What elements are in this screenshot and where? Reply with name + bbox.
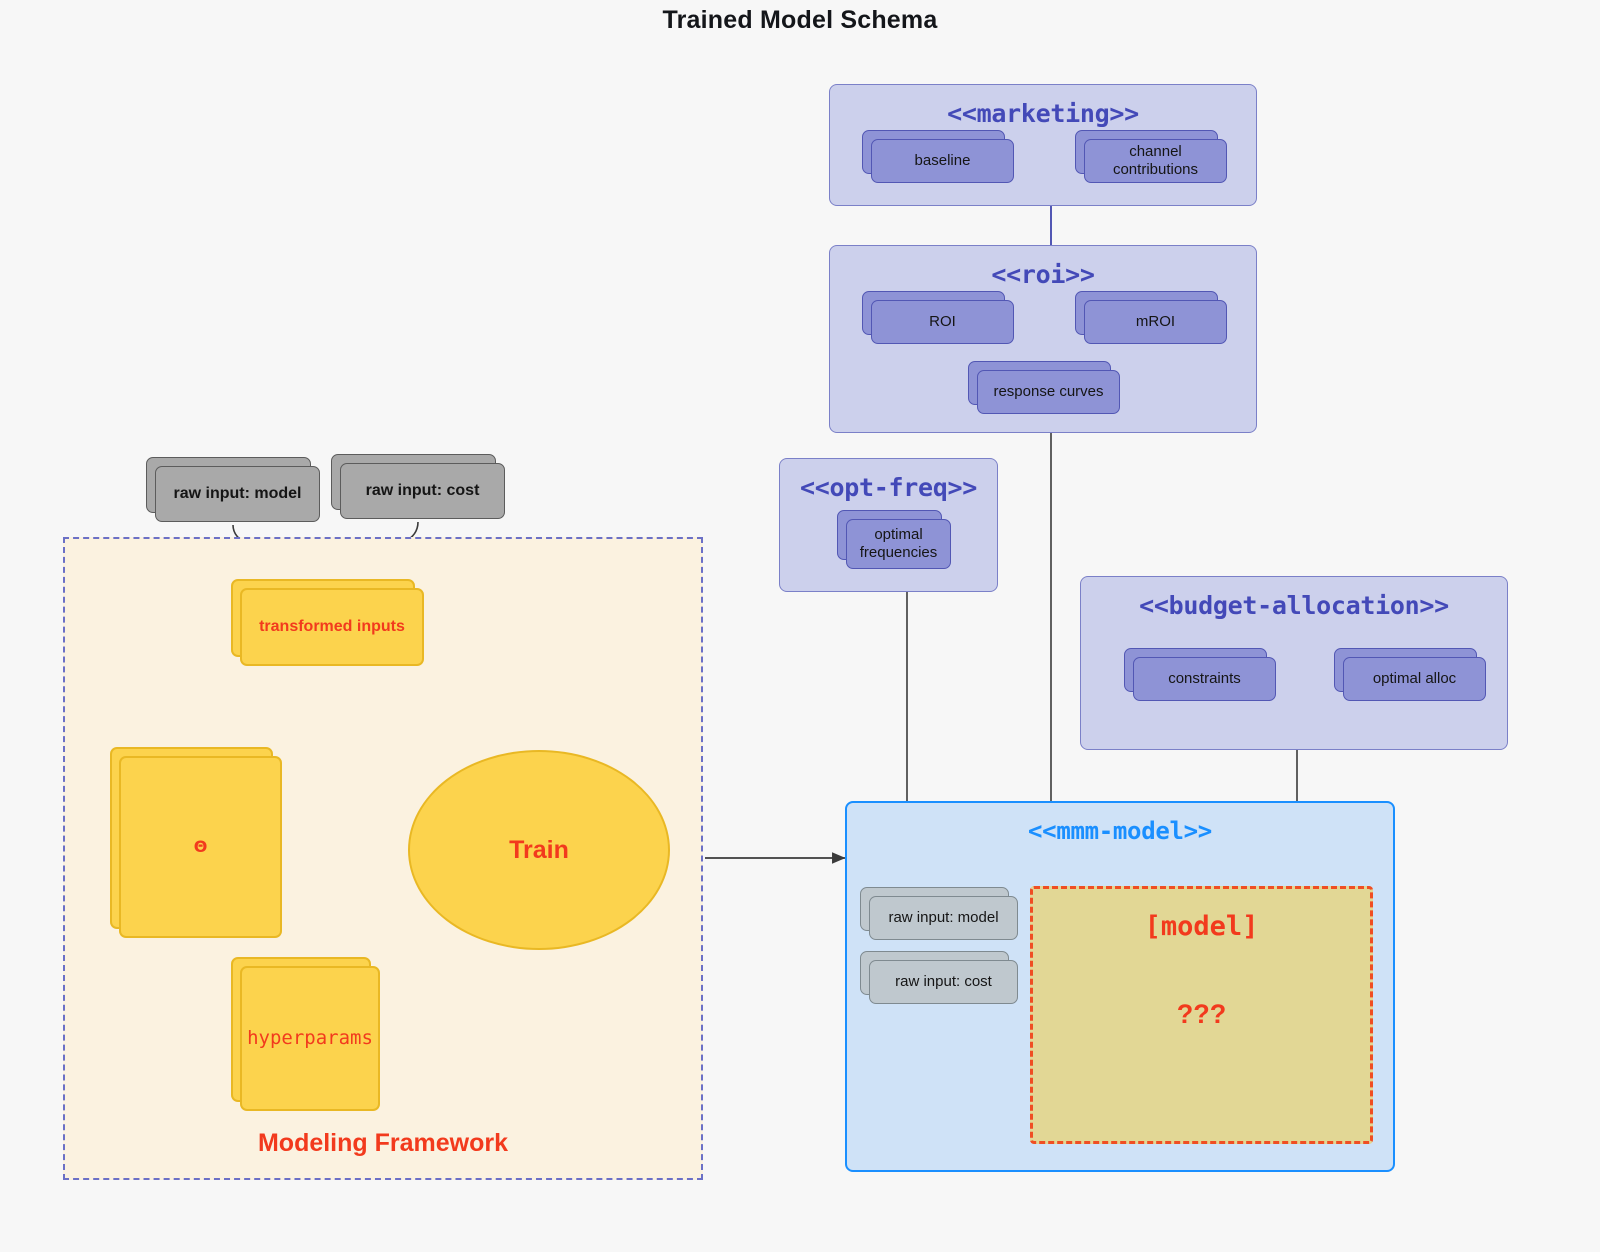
- node-optimal-alloc-label: optimal alloc: [1372, 670, 1457, 688]
- node-mmm-raw-input-cost[interactable]: raw input: cost: [860, 951, 1018, 1004]
- node-baseline-label: baseline: [914, 152, 971, 170]
- node-optimal-frequencies[interactable]: optimal frequencies: [837, 510, 951, 569]
- package-roi-title: <<roi>>: [991, 260, 1095, 289]
- card-face: [869, 960, 1018, 1004]
- node-theta[interactable]: Θ: [110, 747, 282, 938]
- node-roi[interactable]: ROI: [862, 291, 1014, 344]
- node-mmm-raw-input-model-label: raw input: model: [888, 909, 999, 927]
- card-face: [340, 463, 505, 519]
- node-constraints-label: constraints: [1168, 670, 1241, 688]
- node-mmm-raw-input-model[interactable]: raw input: model: [860, 887, 1018, 940]
- node-response-curves-label: response curves: [993, 383, 1104, 401]
- modeling-framework-label: Modeling Framework: [257, 1129, 509, 1157]
- node-roi-label: ROI: [929, 313, 956, 331]
- card-face: [846, 519, 951, 569]
- node-hyperparams-label: hyperparams: [247, 1027, 373, 1050]
- package-opt-freq[interactable]: <<opt-freq>> optimal frequencies: [779, 458, 998, 592]
- card-face: [240, 966, 380, 1111]
- node-response-curves[interactable]: response curves: [968, 361, 1120, 414]
- package-budget-allocation-title: <<budget-allocation>>: [1139, 591, 1449, 620]
- node-optimal-frequencies-label: optimal frequencies: [859, 526, 938, 561]
- card-face: [1084, 300, 1227, 344]
- node-channel-contributions-label: channel contributions: [1112, 143, 1199, 178]
- node-raw-input-model[interactable]: raw input: model: [146, 457, 320, 522]
- node-channel-contributions[interactable]: channel contributions: [1075, 130, 1227, 183]
- card-face: [871, 139, 1014, 183]
- node-transformed-inputs-label: transformed inputs: [259, 617, 405, 635]
- node-hyperparams[interactable]: hyperparams: [231, 957, 380, 1111]
- node-train[interactable]: Train: [408, 750, 670, 950]
- node-mroi-label: mROI: [1135, 313, 1176, 331]
- theta-glyph-icon: Θ: [193, 836, 208, 856]
- card-face: [977, 370, 1120, 414]
- page-title: Trained Model Schema: [662, 6, 938, 34]
- package-mmm-model-title: <<mmm-model>>: [1028, 817, 1212, 845]
- node-raw-input-model-label: raw input: model: [173, 484, 302, 502]
- package-marketing[interactable]: <<marketing>> baseline channel contribut…: [829, 84, 1257, 206]
- card-face: [119, 756, 282, 938]
- node-raw-input-cost[interactable]: raw input: cost: [331, 454, 505, 519]
- package-roi[interactable]: <<roi>> ROI mROI response curves: [829, 245, 1257, 433]
- package-opt-freq-title: <<opt-freq>>: [799, 473, 977, 502]
- model-placeholder[interactable]: [model] ???: [1030, 886, 1373, 1144]
- package-budget-allocation[interactable]: <<budget-allocation>> constraints optima…: [1080, 576, 1508, 750]
- node-train-label: Train: [509, 835, 569, 864]
- card-face: [1133, 657, 1276, 701]
- card-face: [1343, 657, 1486, 701]
- node-constraints[interactable]: constraints: [1124, 648, 1276, 701]
- node-transformed-inputs[interactable]: transformed inputs: [231, 579, 424, 666]
- node-baseline[interactable]: baseline: [862, 130, 1014, 183]
- node-optimal-alloc[interactable]: optimal alloc: [1334, 648, 1486, 701]
- package-mmm-model[interactable]: <<mmm-model>> raw input: model raw input…: [845, 801, 1395, 1172]
- package-marketing-title: <<marketing>>: [947, 99, 1139, 128]
- card-face: [240, 588, 424, 666]
- model-placeholder-subtitle: ???: [1176, 999, 1227, 1029]
- node-raw-input-cost-label: raw input: cost: [365, 481, 480, 499]
- card-face: [155, 466, 320, 522]
- node-mroi[interactable]: mROI: [1075, 291, 1227, 344]
- card-face: [869, 896, 1018, 940]
- node-mmm-raw-input-cost-label: raw input: cost: [895, 973, 992, 991]
- model-placeholder-title: [model]: [1144, 911, 1259, 942]
- card-face: [1084, 139, 1227, 183]
- card-face: [871, 300, 1014, 344]
